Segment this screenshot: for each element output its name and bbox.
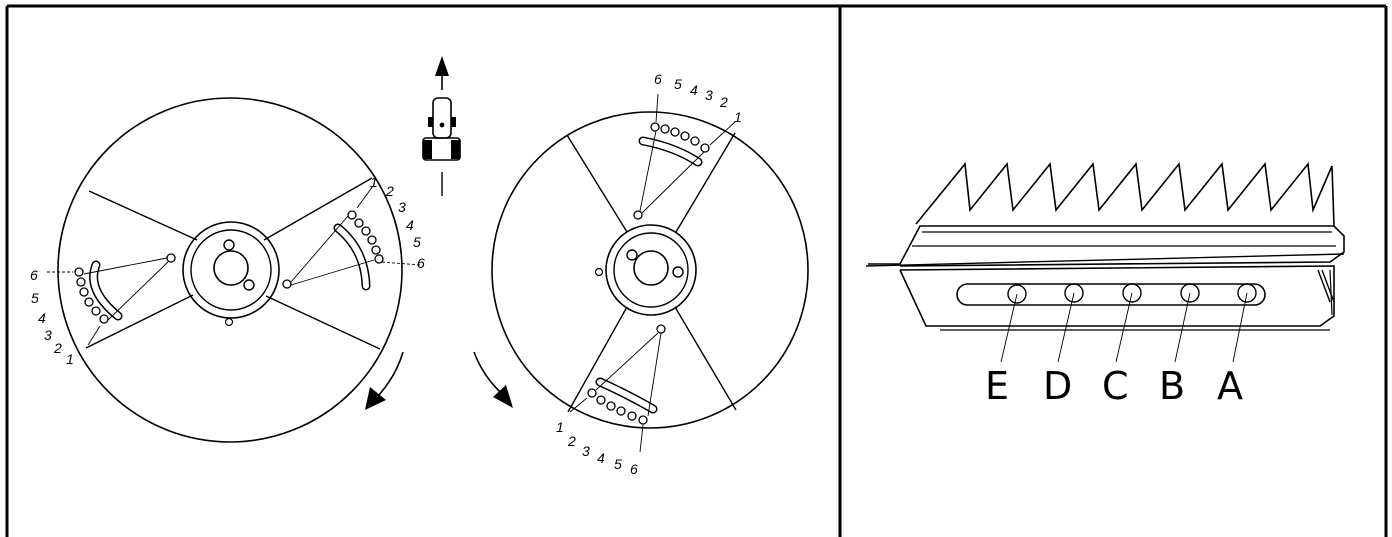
slot-number: 4 <box>690 82 698 98</box>
slot-number: 5 <box>413 234 421 250</box>
slot-number: 2 <box>567 433 576 449</box>
slot-number: 3 <box>705 87 713 103</box>
slot-number: 1 <box>370 174 378 190</box>
slot-number: 2 <box>53 340 62 356</box>
left-disc-left-numbers: 6 5 4 3 2 1 <box>30 267 74 367</box>
position-label: D <box>1043 364 1072 408</box>
slot-number: 4 <box>38 310 46 326</box>
position-label: B <box>1159 364 1185 408</box>
diagram-frame <box>5 4 1388 537</box>
counterclockwise-arrow-icon <box>365 351 404 410</box>
right-disc <box>473 93 809 453</box>
slot-number: 5 <box>674 76 682 92</box>
slot-number: 5 <box>614 456 622 472</box>
slot-number: 1 <box>556 419 564 435</box>
slot-number: 2 <box>719 94 728 110</box>
slot-number: 3 <box>582 443 590 459</box>
blade-holes <box>1007 283 1257 304</box>
knife-slot-left <box>47 253 176 346</box>
knife-slot-top <box>633 93 736 220</box>
slot-number: 5 <box>31 290 39 306</box>
right-disc-bottom-numbers: 1 2 3 4 5 6 <box>556 419 638 477</box>
slot-number: 1 <box>66 351 74 367</box>
slot-number: 6 <box>30 267 38 283</box>
slot-number: 3 <box>398 199 406 215</box>
position-label: E <box>985 364 1009 408</box>
clockwise-arrow-icon <box>473 351 513 408</box>
position-label: A <box>1217 364 1243 408</box>
cutter-bar-side-view <box>865 161 1345 363</box>
slot-number: 6 <box>654 71 662 87</box>
knife-slot-bottom <box>569 324 666 453</box>
right-disc-top-numbers: 6 5 4 3 2 1 <box>654 71 742 125</box>
slot-number: 4 <box>597 450 605 466</box>
knife-slot-right <box>282 185 421 291</box>
slot-number: 4 <box>406 217 414 233</box>
slot-number: 1 <box>734 109 742 125</box>
blade-position-labels: E D C B A <box>985 364 1243 408</box>
tractor-forward-icon <box>422 56 461 196</box>
left-disc-right-numbers: 1 2 3 4 5 6 <box>370 174 425 271</box>
slot-number: 2 <box>385 183 394 199</box>
slot-number: 3 <box>44 327 52 343</box>
slot-number: 6 <box>630 461 638 477</box>
position-label: C <box>1102 364 1129 408</box>
left-disc <box>47 97 421 443</box>
slot-number: 6 <box>417 255 425 271</box>
